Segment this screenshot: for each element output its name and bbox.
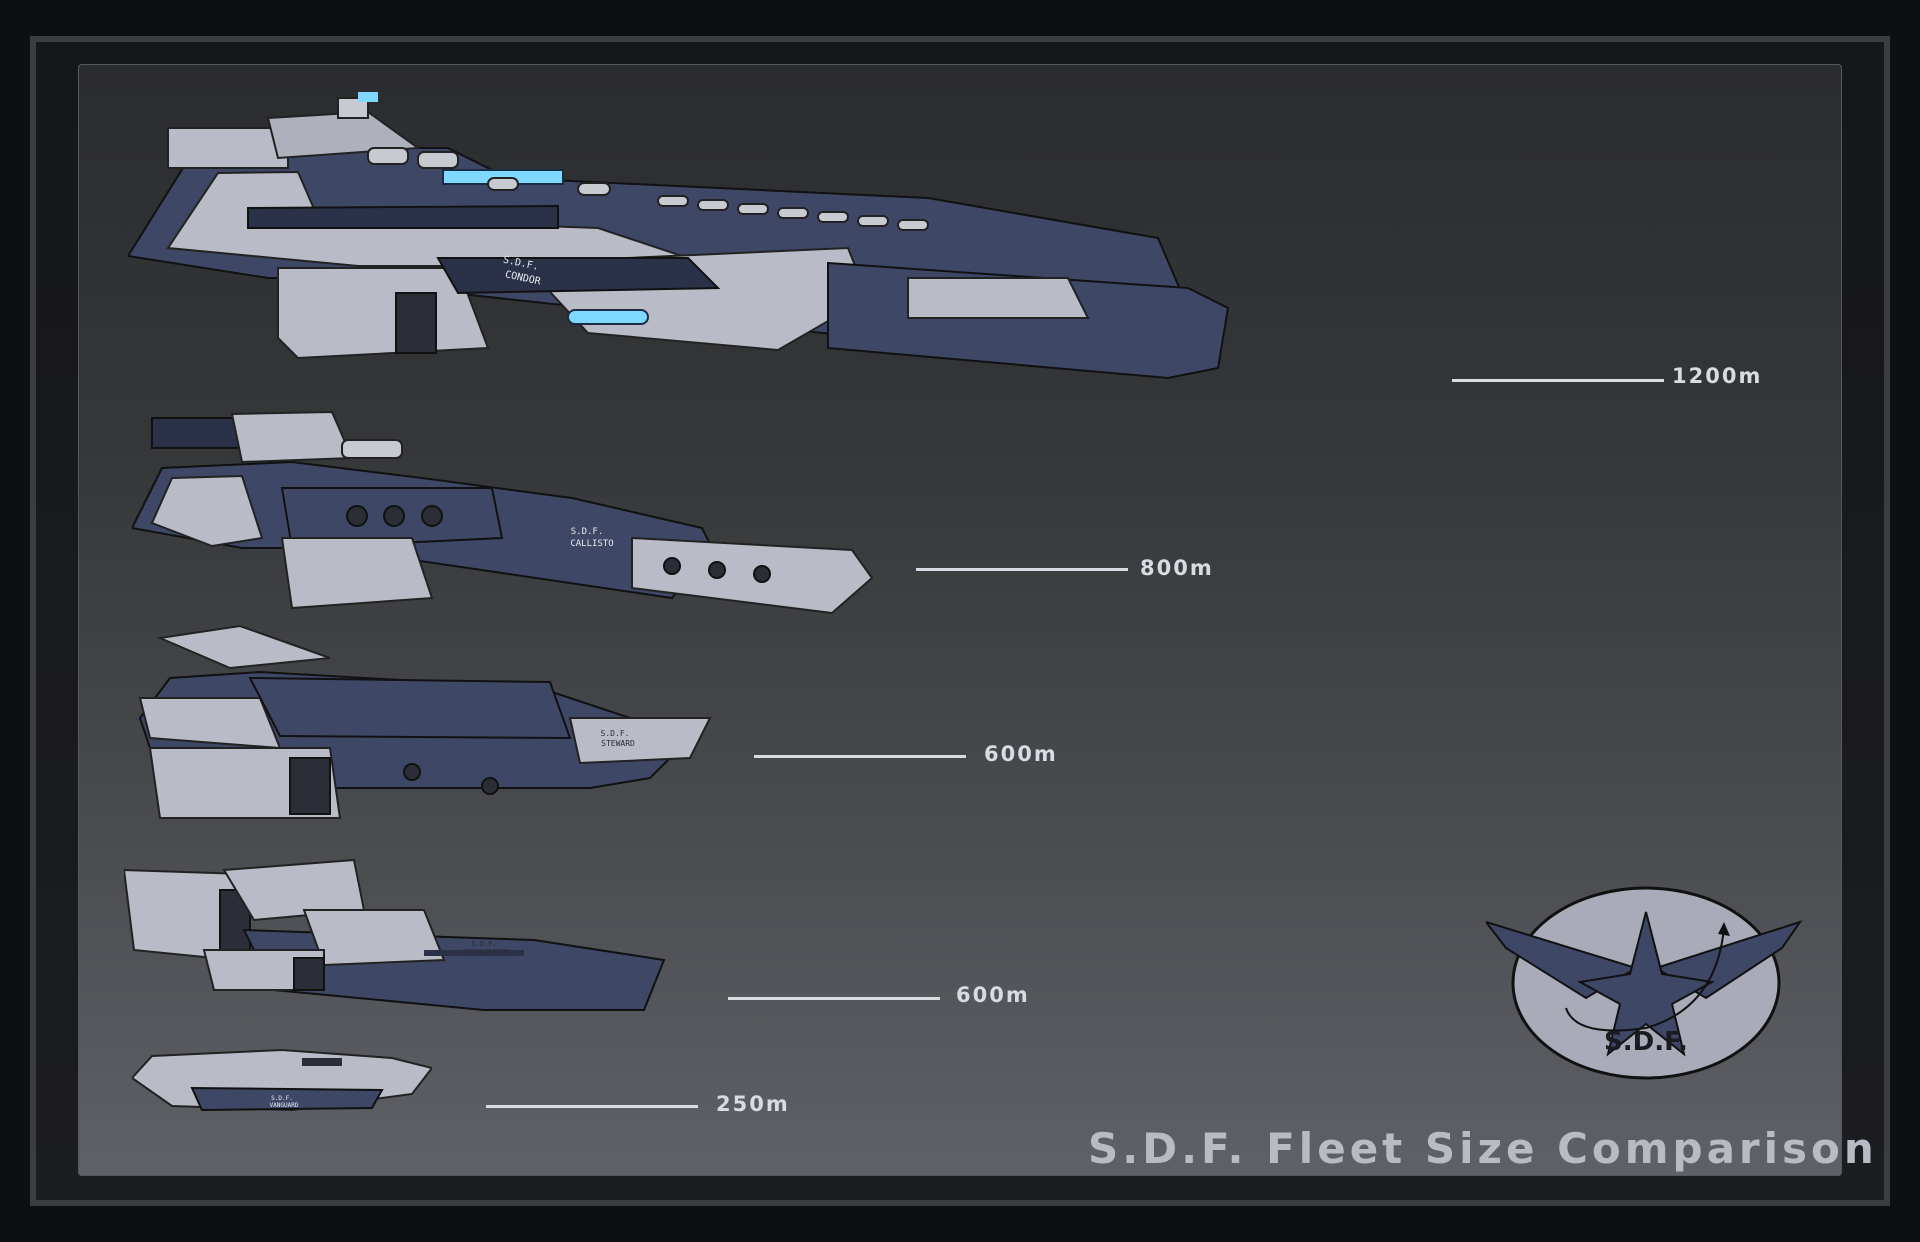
ship-callisto: S.D.F. CALLISTO [132, 410, 874, 615]
logo-text: S.D.F. [1604, 1027, 1688, 1057]
length-label-condor: 1200m [1672, 364, 1763, 388]
reconnoiter-hull-name-line2: RECONNOITER [463, 948, 510, 956]
sdf-logo: S.D.F. [1486, 886, 1803, 1080]
vanguard-hull-name-line2: VANGUARD [270, 1102, 299, 1109]
ship-vanguard: S.D.F. VANGUARD [132, 1048, 432, 1112]
steward-hull-name-line2: STEWARD [601, 739, 635, 748]
length-label-vanguard: 250m [716, 1092, 790, 1116]
callisto-hull-name-line1: S.D.F. [571, 527, 604, 537]
logo-star-icon [1576, 911, 1716, 1057]
length-label-reconnoiter: 600m [956, 983, 1030, 1007]
scale-line-steward [754, 755, 966, 758]
ship-steward: S.D.F. STEWARD [138, 624, 712, 819]
vanguard-hull-name-line1: S.D.F. [271, 1095, 293, 1102]
steward-hull-name-line1: S.D.F. [601, 729, 630, 738]
ship-reconnoiter: S.D.F. RECONNOITER [124, 858, 666, 1011]
logo-orbit-arrow-icon [1565, 927, 1725, 1032]
length-label-steward: 600m [984, 742, 1058, 766]
reconnoiter-hull-name-line1: S.D.F. [471, 940, 496, 948]
callisto-hull-name-line2: CALLISTO [570, 539, 613, 549]
scale-line-vanguard [486, 1105, 698, 1108]
page-title: S.D.F. Fleet Size Comparison [1088, 1124, 1878, 1173]
scale-line-reconnoiter [728, 997, 940, 1000]
ship-condor: S.D.F. CONDOR [128, 92, 1230, 380]
length-label-callisto: 800m [1140, 556, 1214, 580]
scale-line-condor [1452, 379, 1664, 382]
scale-line-callisto [916, 568, 1128, 571]
